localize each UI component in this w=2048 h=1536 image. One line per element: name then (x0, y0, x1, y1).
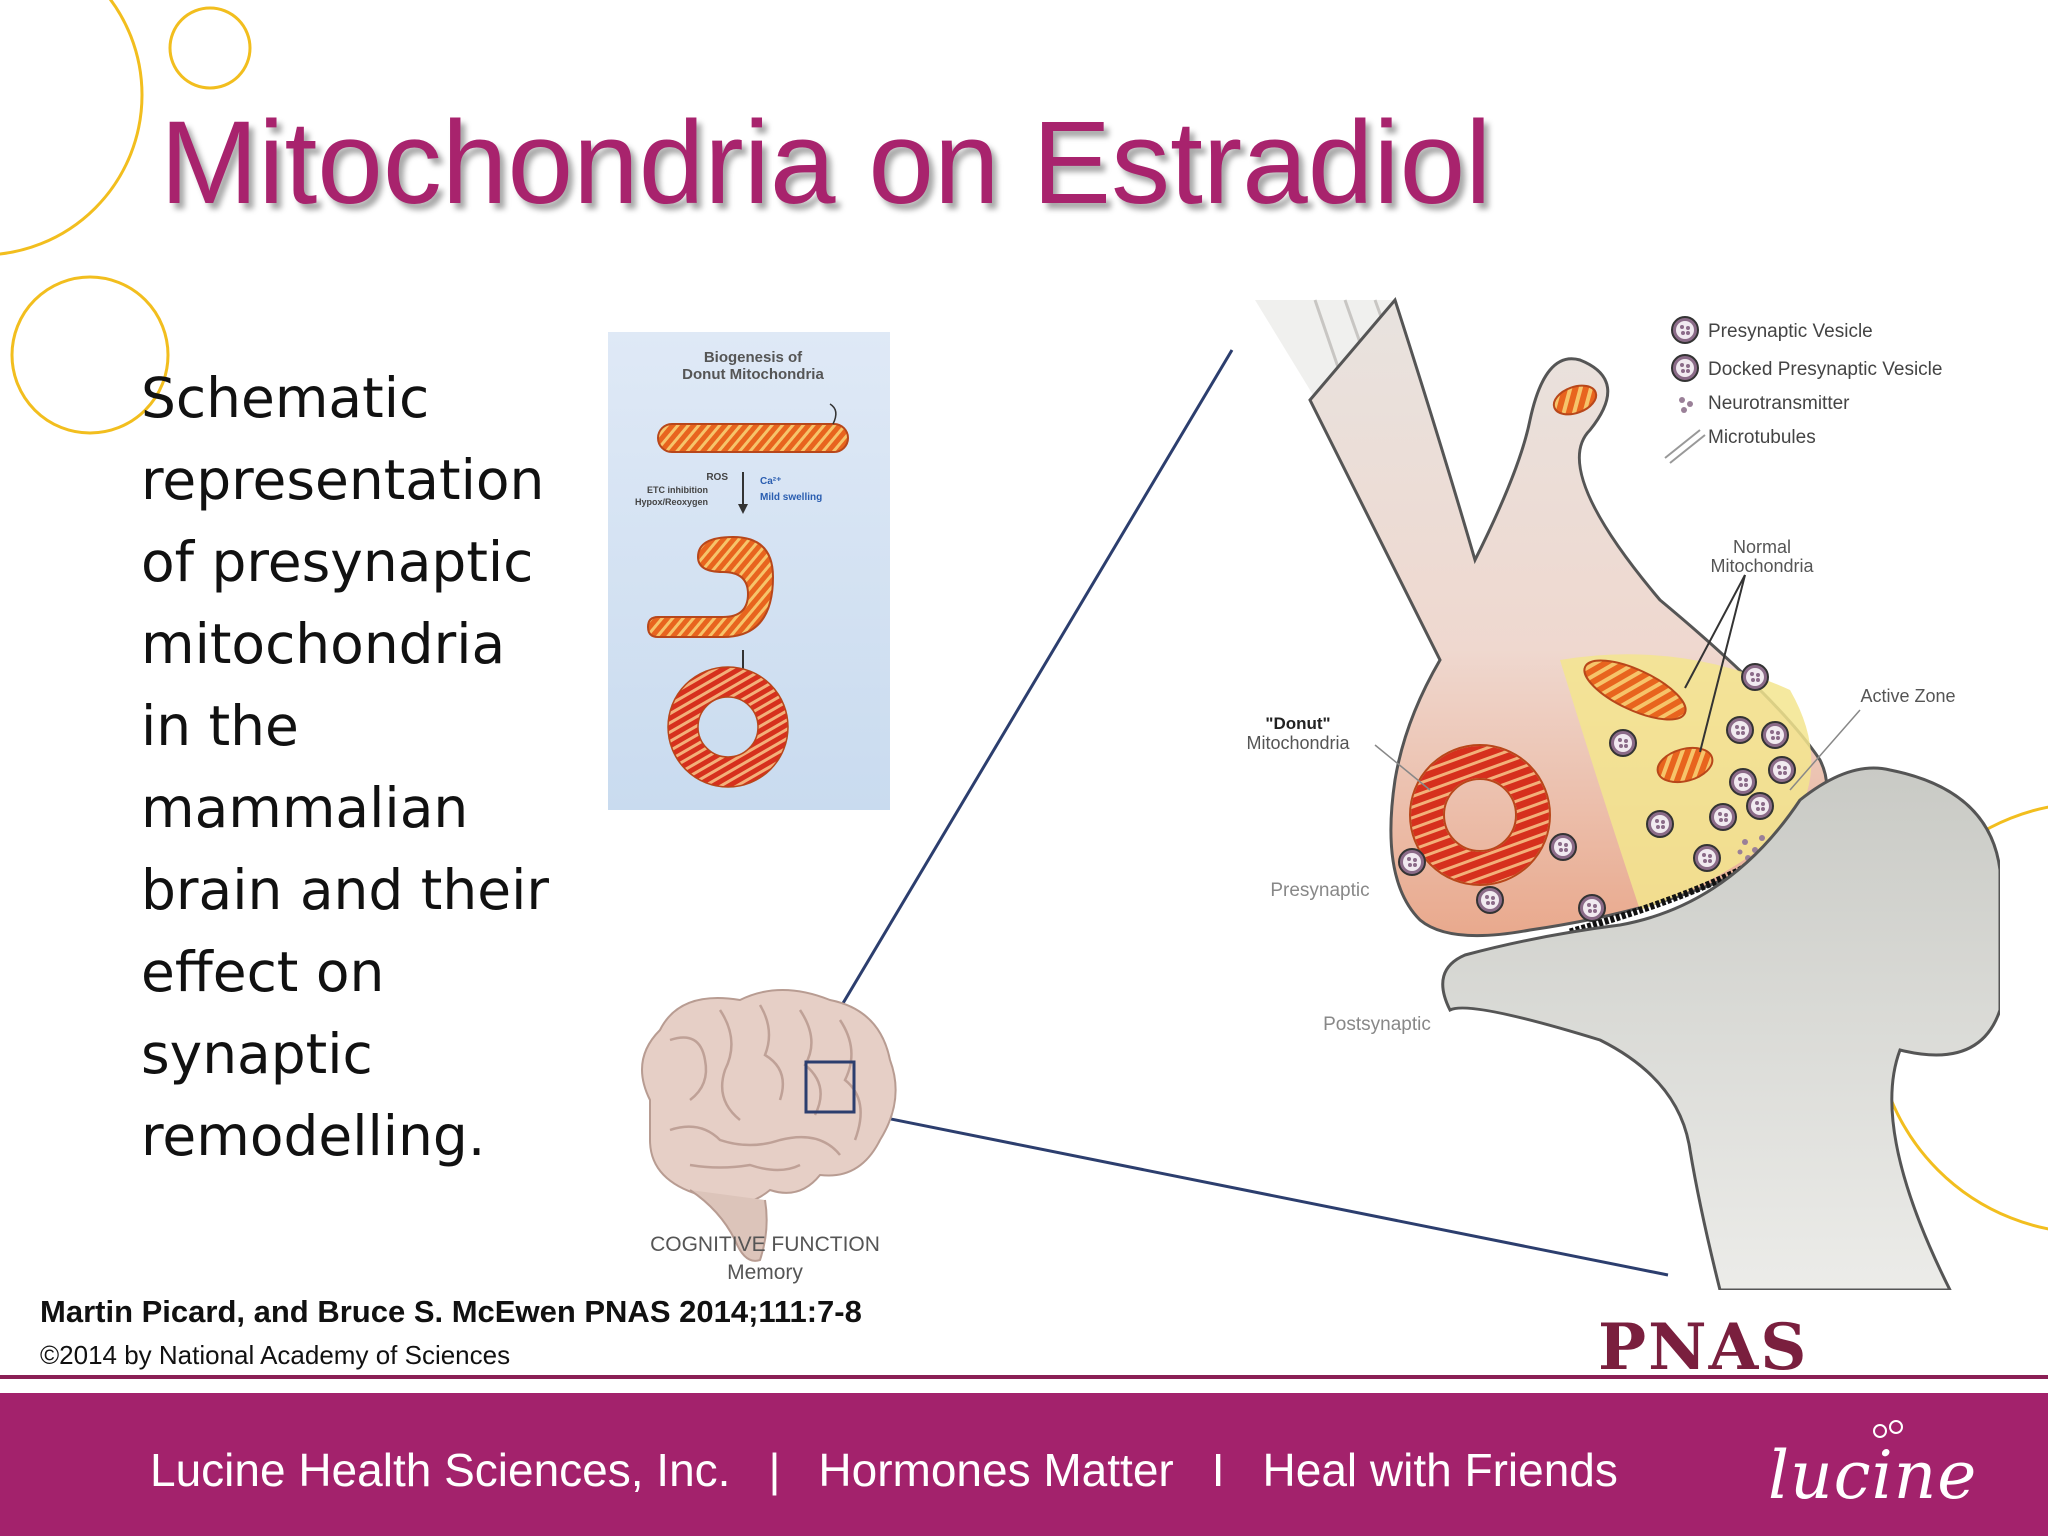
decor-circle-medium (10, 275, 170, 435)
synapse-figure: Presynaptic Vesicle Docked Presynaptic V… (641, 296, 2000, 1290)
inset-swelling: Mild swelling (760, 492, 822, 503)
legend-microtubules: Microtubules (1708, 427, 1816, 448)
inset-title-1: Biogenesis of (704, 349, 803, 366)
body-line: representation (141, 448, 545, 512)
inset-hypox: Hypox/Reoxygen (635, 497, 708, 507)
body-line: synaptic (141, 1022, 373, 1086)
biogenesis-inset: Biogenesis of Donut Mitochondria ROS ETC… (608, 332, 890, 810)
footer-tagline-1: Hormones Matter (818, 1444, 1174, 1496)
lucine-logo-dots (1873, 1420, 1903, 1438)
label-memory: Memory (727, 1261, 803, 1284)
inset-title-2: Donut Mitochondria (682, 366, 824, 383)
figure-legend: Presynaptic Vesicle Docked Presynaptic V… (1664, 316, 1942, 464)
slide-title: Mitochondria on Estradiol (160, 97, 1492, 229)
normal-pointer-2 (1699, 574, 1746, 753)
body-text: Schematic representation of presynaptic … (141, 357, 571, 1177)
body-line: effect on (141, 940, 385, 1004)
body-line: mitochondria (141, 612, 506, 676)
hook-mitochondrion (646, 535, 775, 638)
active-zone-pointer (1789, 709, 1861, 791)
arrow-1-head (738, 504, 748, 514)
body-line: Schematic (141, 366, 430, 430)
legend-presynaptic-vesicle: Presynaptic Vesicle (1708, 321, 1873, 342)
normal-mitochondrion-2 (1656, 746, 1714, 784)
body-line: mammalian (141, 776, 469, 840)
zoom-box (804, 1060, 856, 1114)
inset-ca: Ca²⁺ (760, 476, 781, 487)
legend-neurotransmitter: Neurotransmitter (1708, 393, 1850, 414)
brain-illustration (641, 989, 897, 1262)
legend-docked-vesicle: Docked Presynaptic Vesicle (1708, 359, 1942, 380)
zoom-line-top (806, 349, 1234, 1063)
label-donut-1: "Donut" (1265, 714, 1330, 733)
donut-mitochondrion (1411, 746, 1549, 884)
body-line: remodelling. (141, 1104, 486, 1168)
label-normal-1: Normal (1733, 537, 1791, 557)
label-cognitive-function: COGNITIVE FUNCTION (650, 1233, 880, 1256)
elongated-mitochondrion (657, 423, 849, 453)
citation: Martin Picard, and Bruce S. McEwen PNAS … (40, 1294, 862, 1329)
body-line: in the (141, 694, 299, 758)
decor-circle-large (0, 0, 144, 256)
lucine-logo: lucine (1768, 1415, 1998, 1515)
inset-etc: ETC inhibition (647, 485, 708, 495)
lucine-wordmark: lucine (1768, 1437, 1978, 1514)
label-postsynaptic: Postsynaptic (1323, 1014, 1431, 1035)
label-presynaptic: Presynaptic (1270, 880, 1369, 901)
copyright-notice: ©2014 by National Academy of Sciences (40, 1340, 511, 1370)
normal-mitochondrion-1 (1583, 659, 1687, 721)
footer-tagline-2: Heal with Friends (1262, 1444, 1618, 1496)
footer-bar: Lucine Health Sciences, Inc. | Hormones Ma… (0, 1393, 2048, 1536)
footer-separator: | (768, 1444, 781, 1496)
pnas-logo: PNAS (1598, 1310, 1809, 1385)
footer-company: Lucine Health Sciences, Inc. (150, 1444, 731, 1496)
footer-text: Lucine Health Sciences, Inc. | Hormones Ma… (150, 1443, 1618, 1497)
donut-pointer (1374, 744, 1431, 791)
mitochondrion-upper (1552, 384, 1598, 416)
body-line: of presynaptic (141, 530, 534, 594)
donut-mitochondrion-small (668, 667, 788, 787)
tip-arrow (829, 403, 837, 425)
zoom-line-bottom (855, 1110, 1669, 1277)
neurotransmitter-dots (1737, 835, 1765, 861)
footer-separator: I (1211, 1444, 1225, 1496)
body-line: brain and their (141, 858, 549, 922)
footer-rule (0, 1375, 2048, 1379)
label-active-zone: Active Zone (1860, 686, 1955, 706)
decor-circle-small (168, 6, 252, 90)
postsynaptic-terminal (1441, 766, 2000, 1290)
label-donut-2: Mitochondria (1246, 733, 1350, 753)
biogenesis-diagram: Biogenesis of Donut Mitochondria ROS ETC… (635, 349, 849, 788)
label-normal-2: Mitochondria (1710, 556, 1814, 576)
normal-pointer-1 (1684, 574, 1746, 689)
inset-ros: ROS (706, 472, 728, 483)
